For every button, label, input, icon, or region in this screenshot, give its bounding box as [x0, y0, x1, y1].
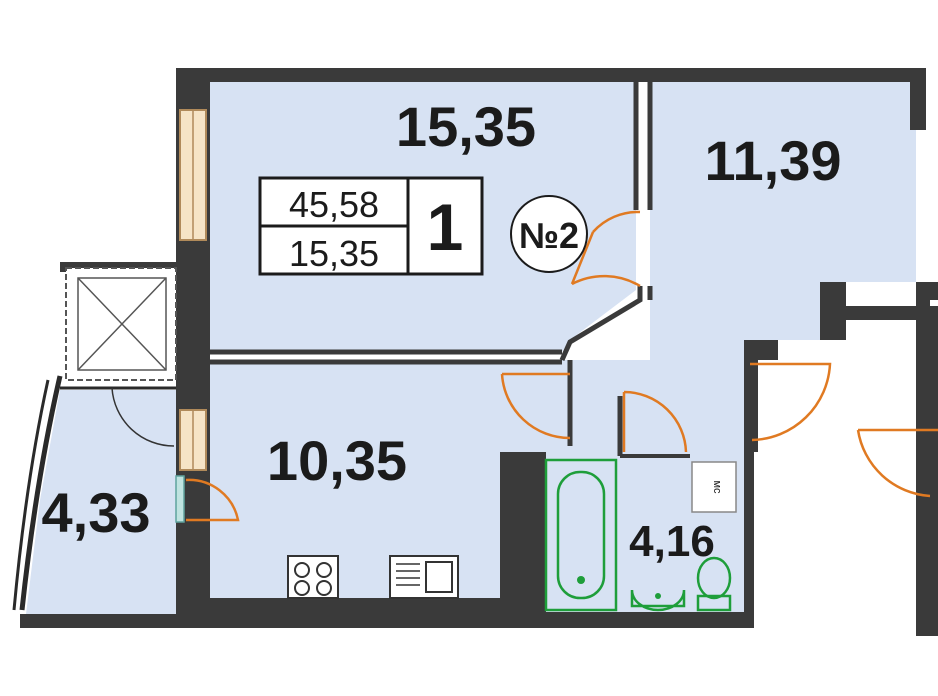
apartment-badge: №2 [510, 195, 588, 273]
stove-icon [287, 555, 339, 599]
sink-icon [389, 555, 459, 599]
hallway [210, 360, 744, 612]
toilet-icon [696, 556, 732, 612]
apartment-number: №2 [519, 215, 579, 256]
summary-box: 45,58 15,35 1 [258, 176, 484, 276]
room-count: 1 [427, 190, 464, 264]
interior-walls [210, 82, 690, 458]
bathroom-area: 4,16 [629, 517, 715, 566]
balcony [26, 390, 176, 614]
living-area: 15,35 [289, 233, 379, 274]
washbasin-icon [630, 589, 686, 612]
bedroom-area: 11,39 [704, 129, 841, 192]
living-room-area: 15,35 [396, 95, 536, 158]
balcony-railing [12, 375, 176, 611]
toilet-box: мс [691, 461, 737, 513]
doors [111, 210, 938, 522]
total-area: 45,58 [289, 184, 379, 225]
kitchen-area: 10,35 [267, 429, 407, 492]
balcony-door-glass [175, 475, 185, 523]
bedroom [650, 82, 916, 456]
bathtub-icon [544, 458, 618, 612]
svg-text:мс: мс [711, 480, 723, 494]
door-bedroom-arc [571, 274, 641, 288]
balcony-area: 4,33 [42, 481, 151, 544]
shaft-icon [65, 267, 177, 381]
windows [175, 109, 207, 523]
